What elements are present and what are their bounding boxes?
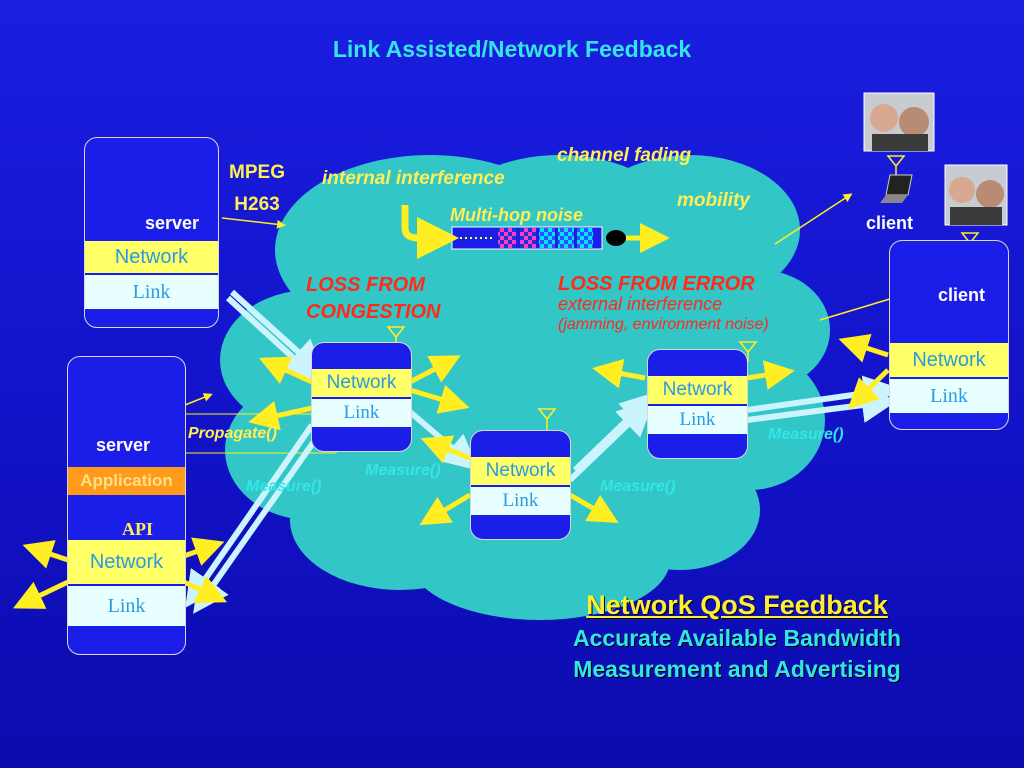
jamming-label: (jamming, environment noise) bbox=[558, 316, 769, 333]
router-box: Network Link bbox=[311, 342, 412, 452]
application-layer: Application bbox=[68, 467, 185, 495]
external-interference-label: external interference bbox=[558, 294, 723, 314]
qos-line-1: Accurate Available Bandwidth bbox=[572, 625, 902, 651]
router-link: Link bbox=[312, 399, 411, 427]
router-box: Network Link bbox=[470, 430, 571, 540]
measure-label: Measure() bbox=[768, 426, 844, 443]
measure-label: Measure() bbox=[365, 462, 441, 479]
data-path-arrows bbox=[185, 289, 900, 614]
interference-arrow bbox=[401, 205, 459, 259]
loss-congestion-line2: CONGESTION bbox=[306, 301, 441, 323]
codec-line1: MPEG bbox=[229, 162, 285, 183]
client-network: Network bbox=[890, 343, 1008, 377]
api-label: API bbox=[122, 519, 153, 539]
channel-fading-label: channel fading bbox=[557, 145, 692, 166]
slide-title: Link Assisted/Network Feedback bbox=[332, 36, 692, 62]
codec-label: MPEG H263 bbox=[222, 157, 292, 221]
client-box: client Network Link bbox=[889, 240, 1009, 430]
router-network: Network bbox=[471, 457, 570, 485]
propagate-label: Propagate() bbox=[188, 425, 277, 442]
top-server-network: Network bbox=[85, 241, 218, 273]
bottom-server-box: server Application API Network Link bbox=[67, 356, 186, 655]
qos-title: Network QoS Feedback bbox=[586, 590, 888, 620]
measure-label: Measure() bbox=[600, 478, 676, 495]
top-server-label: server bbox=[145, 213, 200, 233]
router-link: Link bbox=[648, 406, 747, 434]
router-network: Network bbox=[312, 369, 411, 397]
loss-congestion-line1: LOSS FROM bbox=[306, 274, 425, 296]
top-server-box: server Network Link bbox=[84, 137, 219, 328]
mobility-label: mobility bbox=[677, 190, 750, 211]
multihop-noise-label: Multi-hop noise bbox=[450, 205, 583, 225]
router-link: Link bbox=[471, 487, 570, 515]
measure-label: Measure() bbox=[246, 478, 322, 495]
mobility-arrow bbox=[774, 193, 853, 245]
client-photo bbox=[863, 92, 1008, 226]
router-network: Network bbox=[648, 376, 747, 404]
client-link: Link bbox=[890, 379, 1008, 413]
qos-block: Network QoS Feedback Accurate Available … bbox=[500, 590, 974, 683]
router-box: Network Link bbox=[647, 349, 748, 459]
right-client-label: client bbox=[938, 285, 986, 305]
server-api-arrow bbox=[184, 393, 213, 406]
loss-error-label: LOSS FROM ERROR bbox=[558, 273, 755, 295]
top-server-link: Link bbox=[85, 275, 218, 309]
internal-interference-label: internal interference bbox=[322, 168, 505, 189]
loss-congestion-label: LOSS FROM CONGESTION bbox=[306, 272, 440, 326]
bottom-server-network: Network bbox=[68, 540, 185, 584]
bottom-server-label: server bbox=[96, 435, 151, 455]
qos-line-2: Measurement and Advertising bbox=[573, 656, 901, 682]
multihop-noise-strip bbox=[451, 223, 670, 253]
codec-line2: H263 bbox=[234, 194, 280, 215]
mpeg-arrow bbox=[221, 217, 286, 229]
top-client-label: client bbox=[866, 213, 914, 233]
bottom-server-link: Link bbox=[68, 586, 185, 626]
